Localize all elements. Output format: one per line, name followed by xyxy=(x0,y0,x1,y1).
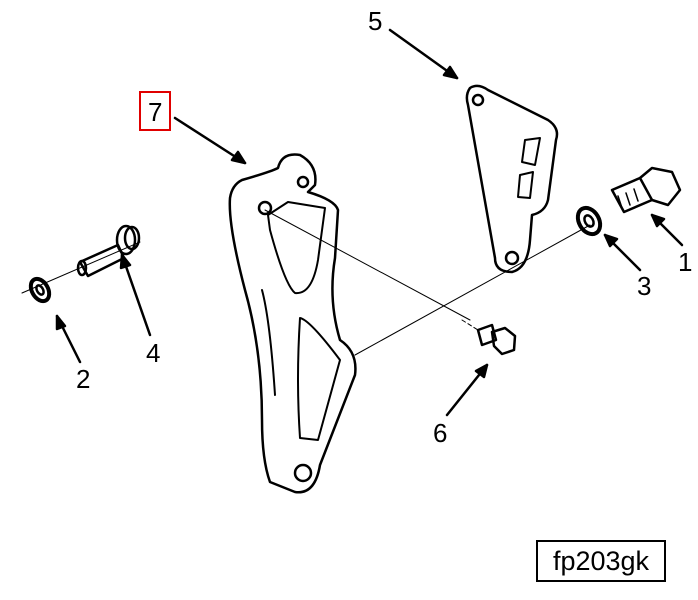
stud-part-4 xyxy=(76,224,141,278)
bolt-part-1 xyxy=(610,166,682,214)
callout-2: 2 xyxy=(76,364,91,394)
bracket-part-7 xyxy=(228,153,357,494)
callout-1: 1 xyxy=(678,247,693,277)
callout-5: 5 xyxy=(368,6,383,36)
callout-4: 4 xyxy=(146,338,161,368)
washer-part-3 xyxy=(575,205,603,237)
figure-code-label: fp203gk xyxy=(536,540,666,582)
callout-6: 6 xyxy=(433,418,448,448)
highlight-box-part-7 xyxy=(139,91,171,131)
leader-arrows xyxy=(55,28,684,417)
washer-part-2 xyxy=(28,276,52,304)
plate-part-5 xyxy=(465,84,559,274)
bolt-part-6 xyxy=(461,319,517,356)
callout-3: 3 xyxy=(637,271,652,301)
callout-7: 7 xyxy=(148,97,163,127)
assembly-centerlines xyxy=(21,209,591,356)
